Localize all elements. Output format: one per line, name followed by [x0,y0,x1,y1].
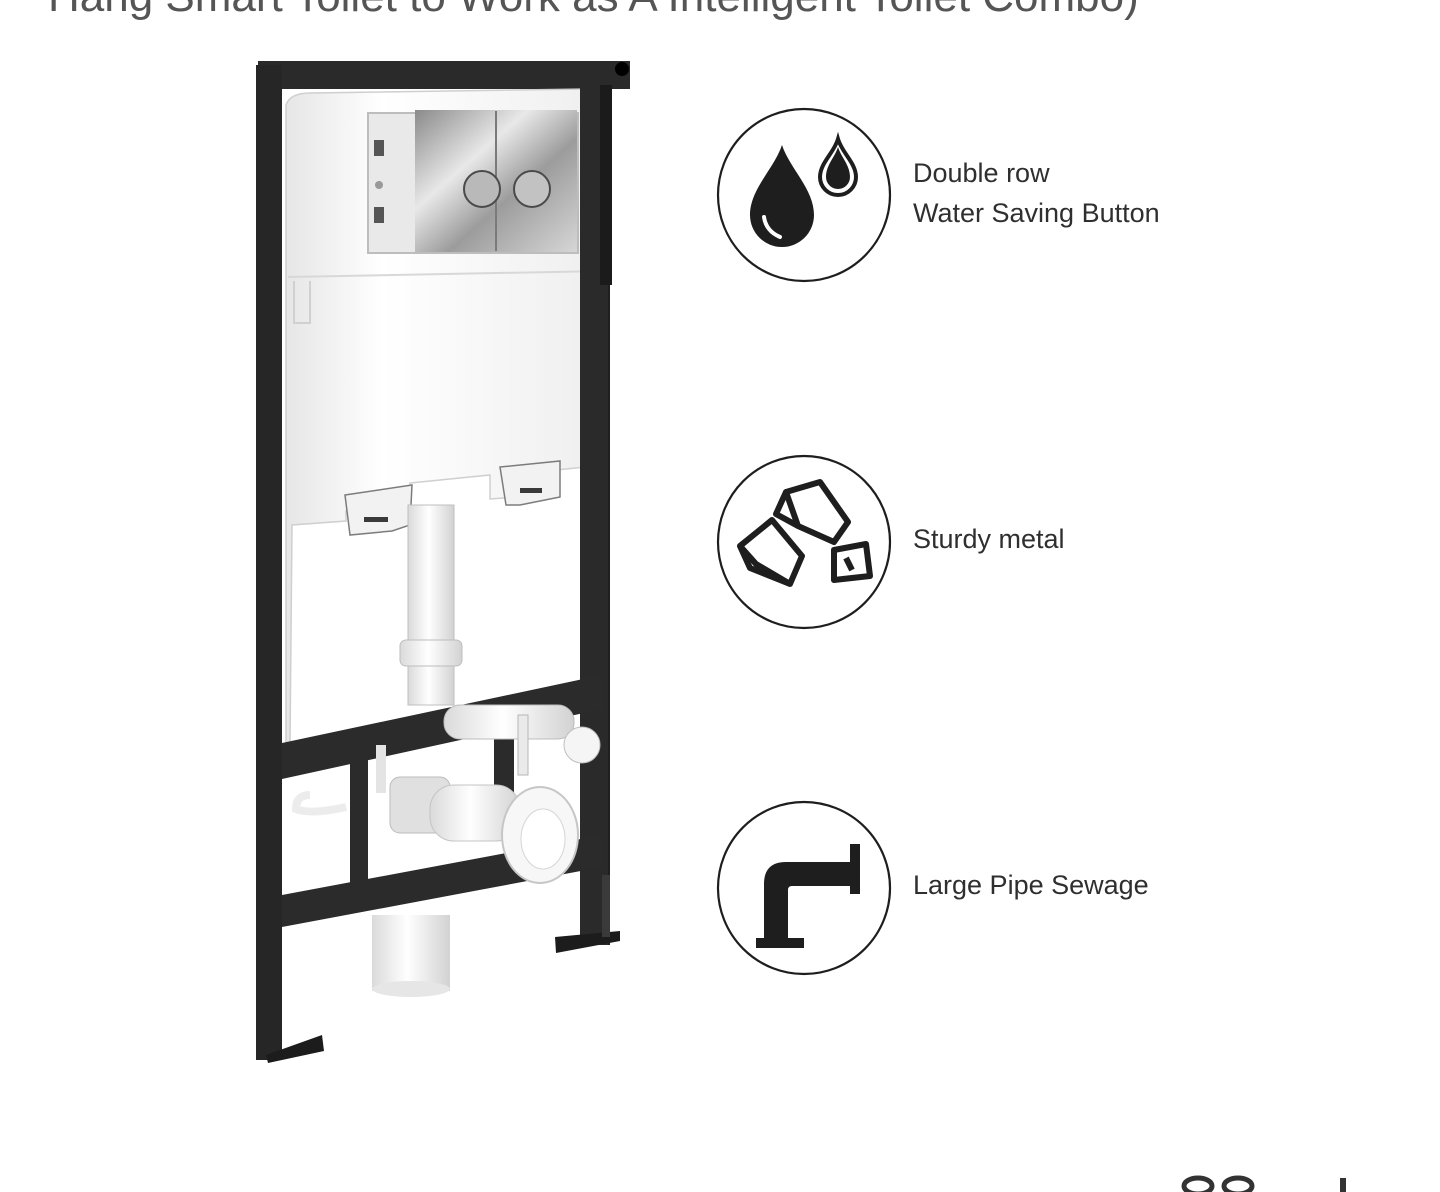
feature-water-saving-text: Double row Water Saving Button [913,153,1160,233]
feature-large-pipe-text: Large Pipe Sewage [913,865,1149,905]
metal-bars-icon [716,454,892,630]
feature-line: Sturdy metal [913,524,1065,554]
feature-line: Large Pipe Sewage [913,870,1149,900]
feature-line: Double row [913,158,1050,188]
page-title: Hang Smart Toilet to Work as A Intellige… [48,0,1139,22]
feature-line: Water Saving Button [913,198,1160,228]
cropped-bottom-logo [1181,1175,1346,1192]
feature-sturdy-metal-text: Sturdy metal [913,519,1065,559]
concealed-cistern-frame-illustration [256,61,630,1063]
water-drops-icon [716,107,892,283]
elbow-pipe-icon [716,800,892,976]
